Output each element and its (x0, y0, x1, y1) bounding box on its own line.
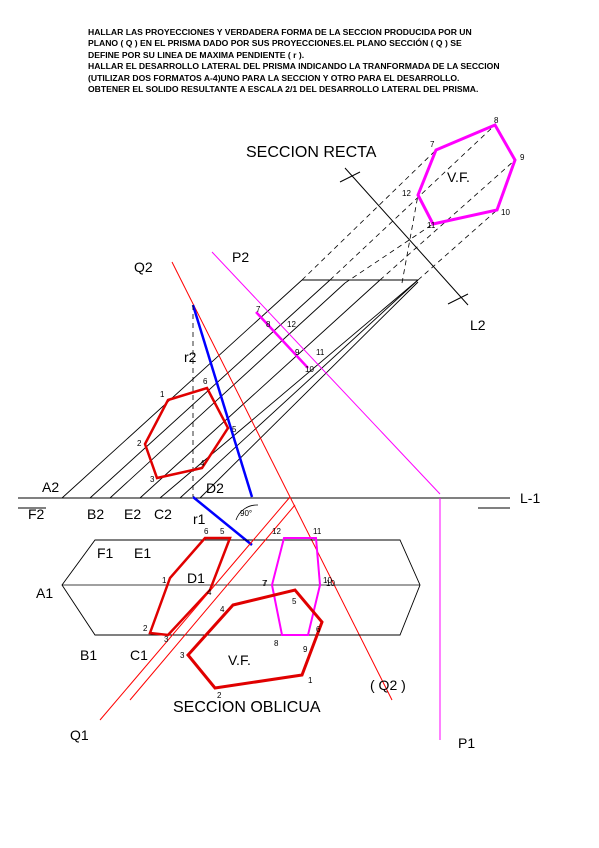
label-q2: Q2 (134, 259, 153, 275)
point-number: 3 (180, 651, 185, 660)
point-number: 2 (143, 624, 148, 633)
label-d1: D1 (187, 570, 205, 586)
label-l2: L2 (470, 317, 486, 333)
point-number: 10 (326, 579, 335, 588)
point-number: 11 (427, 221, 436, 230)
point-number: 11 (313, 527, 322, 536)
point-number: 5 (220, 527, 225, 536)
label-f1: F1 (97, 545, 114, 561)
prism-elevation (61, 279, 419, 499)
auxiliary-tick (447, 293, 469, 305)
label-r2: r2 (184, 349, 197, 365)
instruction-line: PLANO ( Q ) EN EL PRISMA DADO POR SUS PR… (88, 38, 462, 49)
trace-q1 (99, 496, 291, 721)
instruction-line: HALLAR EL DESARROLLO LATERAL DEL PRISMA … (88, 61, 500, 72)
label-vf-bottom: V.F. (228, 652, 251, 668)
point-number: 9 (520, 153, 525, 162)
label-seccion-oblicua: SECCION OBLICUA (173, 699, 321, 716)
point-number: 7 (430, 140, 435, 149)
slope-line-r1 (192, 496, 253, 546)
point-number: 7 (256, 305, 261, 314)
point-number: 2 (217, 691, 222, 700)
point-number: 4 (200, 459, 205, 468)
label-f2: F2 (28, 506, 45, 522)
instruction-line: (UTILIZAR DOS FORMATOS A-4)UNO PARA LA S… (88, 72, 460, 83)
right-angle-arc (235, 504, 259, 521)
true-form-oblique-polygon (186, 588, 324, 690)
point-number: 2 (137, 439, 142, 448)
label-r1: r1 (193, 511, 206, 527)
instruction-line: HALLAR LAS PROYECCIONES Y VERDADERA FORM… (88, 27, 472, 37)
label-q2-paren: ( Q2 ) (370, 677, 406, 693)
point-number: 10 (323, 576, 332, 585)
point-number: 3 (150, 475, 155, 484)
point-number: 10 (501, 208, 510, 217)
p2-section-segment (255, 311, 309, 369)
label-p2: P2 (232, 249, 249, 265)
point-number: 12 (287, 320, 296, 329)
label-e1: E1 (134, 545, 151, 561)
elevation-section-polygon (143, 386, 230, 480)
label-d2: D2 (206, 480, 224, 496)
plan-right-section-polygon (270, 537, 322, 636)
point-number: 8 (266, 320, 271, 329)
label-a1: A1 (36, 585, 53, 601)
point-number: 6 (203, 377, 208, 386)
right-section-polygon (416, 123, 517, 226)
label-l1: L-1 (520, 490, 540, 506)
point-number: 8 (494, 116, 499, 125)
auxiliary-line-l2 (344, 167, 469, 306)
point-number: 12 (272, 527, 281, 536)
point-number: 6 (316, 625, 321, 634)
label-b1: B1 (80, 647, 97, 663)
point-number: 5 (292, 597, 297, 606)
point-number: 12 (402, 189, 411, 198)
trace-p2 (211, 251, 441, 495)
plan-section-polygon (148, 536, 232, 637)
label-c2: C2 (154, 506, 172, 522)
trace-q2 (171, 261, 393, 701)
point-number: 6 (204, 527, 209, 536)
instruction-line: DEFINE POR SU LINEA DE MAXIMA PENDIENTE … (88, 49, 305, 60)
label-seccion-recta: SECCION RECTA (246, 144, 377, 161)
point-number: 7 (263, 579, 268, 588)
label-p1: P1 (458, 735, 475, 751)
point-number: 8 (274, 639, 279, 648)
label-angle: 90° (240, 509, 252, 518)
instructions: HALLAR LAS PROYECCIONES Y VERDADERA FORM… (88, 27, 568, 95)
trace-q1-b (129, 504, 296, 701)
label-c1: C1 (130, 647, 148, 663)
point-number: 7 (262, 579, 267, 588)
point-number: 4 (220, 605, 225, 614)
point-number: 1 (162, 576, 167, 585)
point-number: 10 (305, 365, 314, 374)
point-number: 9 (303, 645, 308, 654)
point-number: 4 (207, 588, 212, 597)
point-number: 1 (308, 676, 313, 685)
point-number: 11 (316, 348, 325, 357)
instruction-line: OBTENER EL SOLIDO RESULTANTE A ESCALA 2/… (88, 84, 479, 95)
slope-line-r2 (191, 304, 254, 498)
point-number: 9 (295, 348, 300, 357)
label-q1: Q1 (70, 727, 89, 743)
point-number: 3 (164, 635, 169, 644)
auxiliary-tick (339, 171, 361, 183)
label-b2: B2 (87, 506, 104, 522)
label-vf-top: V.F. (447, 169, 470, 185)
label-a2: A2 (42, 479, 59, 495)
label-e2: E2 (124, 506, 141, 522)
point-number: 1 (160, 390, 165, 399)
point-number: 5 (232, 425, 237, 434)
